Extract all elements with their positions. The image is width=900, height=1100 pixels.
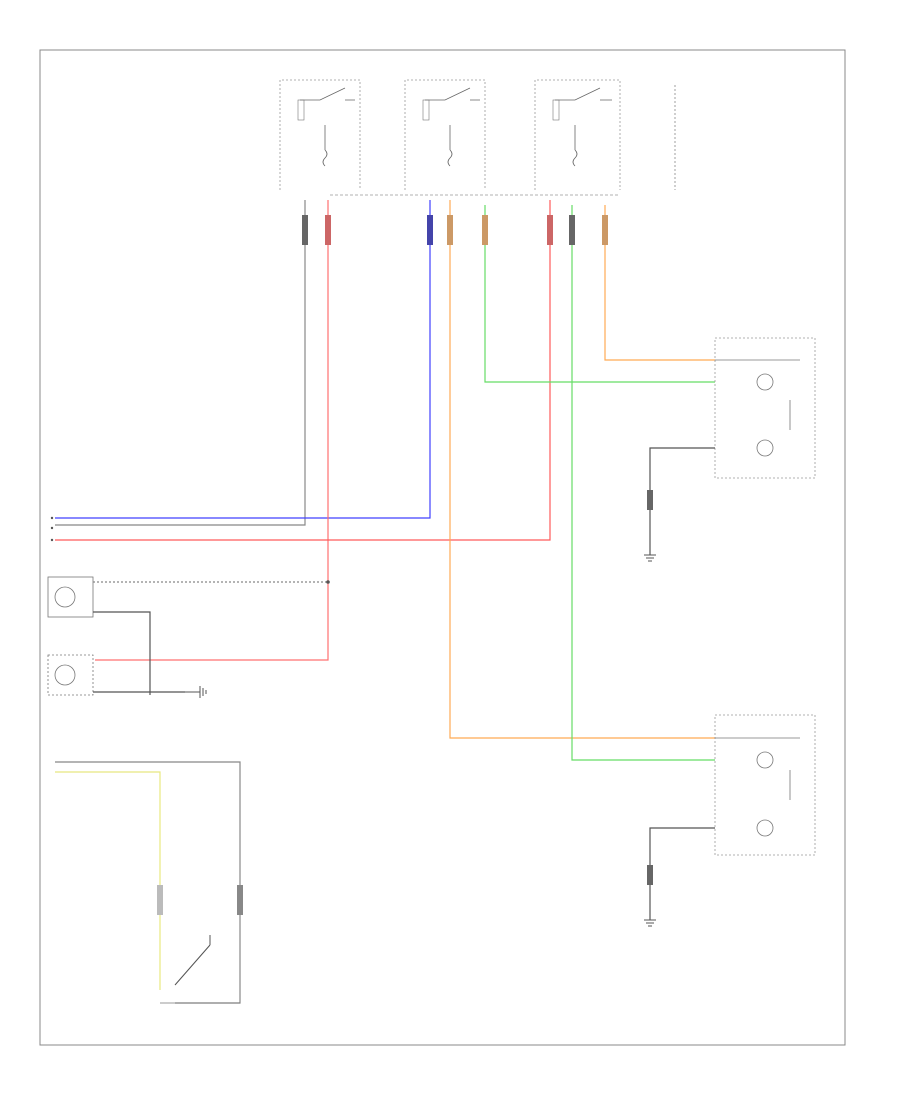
wire-orange-2 bbox=[449, 200, 715, 739]
wire-left-headlight-ground bbox=[649, 447, 715, 505]
fog-switch bbox=[160, 935, 240, 1004]
wire-green-1 bbox=[484, 205, 715, 383]
wire-yellow bbox=[55, 771, 161, 990]
wire-orange-1 bbox=[604, 205, 715, 361]
ground-fog-symbol bbox=[185, 686, 207, 698]
fuse-block-2 bbox=[404, 79, 486, 190]
wire-gray-1 bbox=[55, 200, 306, 526]
connector-gray bbox=[237, 885, 243, 915]
ground-right-symbol bbox=[644, 919, 656, 927]
wire-red-2 bbox=[55, 200, 551, 541]
wire-green-2 bbox=[571, 205, 715, 761]
left-terminals bbox=[50, 516, 54, 542]
wire-right-headlight-ground bbox=[649, 827, 715, 880]
connector-yellow bbox=[157, 885, 163, 915]
left-fog-lamp bbox=[47, 576, 94, 618]
fuse-block-1 bbox=[279, 79, 361, 190]
fuse-block-3 bbox=[534, 79, 621, 190]
wire-blue bbox=[55, 200, 431, 519]
wire-switch-gray bbox=[55, 761, 241, 1004]
right-headlight bbox=[714, 714, 816, 856]
ground-left-symbol bbox=[644, 554, 656, 562]
connectors-top bbox=[302, 215, 608, 245]
wire-red-1 bbox=[95, 200, 329, 661]
wire-ground-fog bbox=[93, 611, 151, 695]
diagram-frame bbox=[39, 49, 846, 1046]
left-headlight bbox=[714, 337, 816, 479]
right-fog-lamp bbox=[47, 654, 94, 696]
splice-point bbox=[326, 580, 330, 584]
connector-right-ground bbox=[647, 865, 653, 885]
connector-left-ground bbox=[647, 490, 653, 510]
